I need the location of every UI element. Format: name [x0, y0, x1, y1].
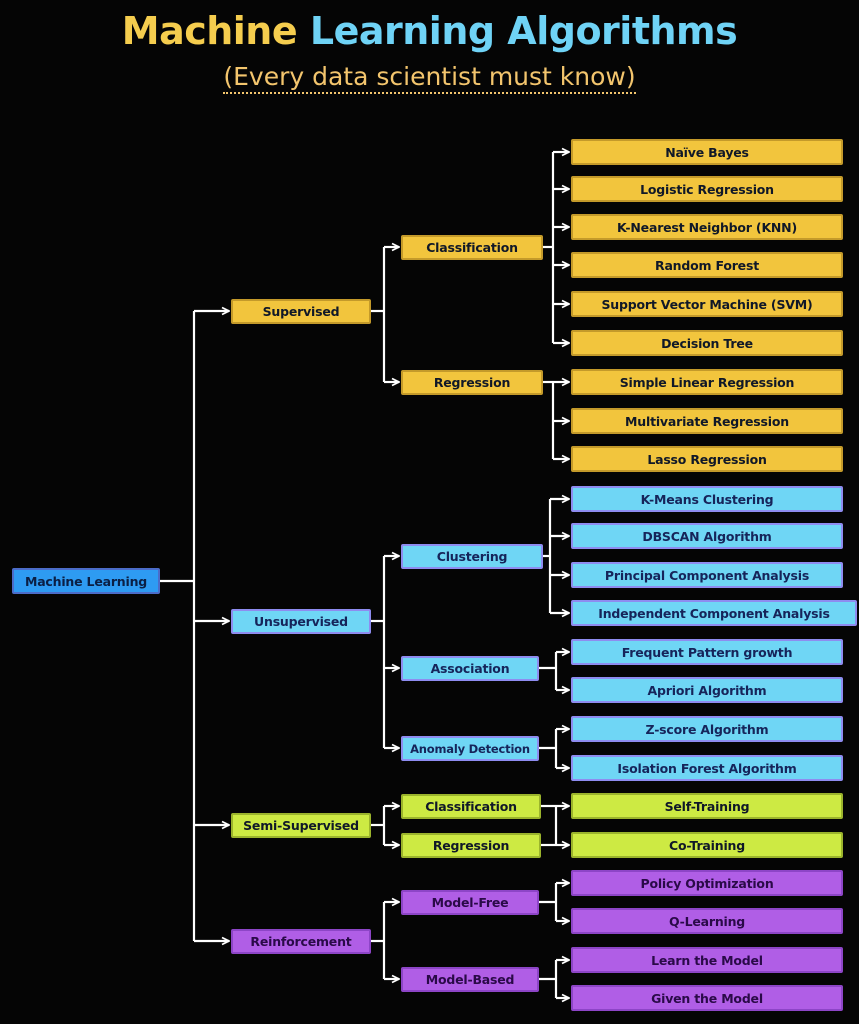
group-supervised-classification[interactable]: Classification: [401, 235, 543, 260]
leaf-zscore[interactable]: Z-score Algorithm: [571, 716, 843, 742]
leaf-multivariate-regression[interactable]: Multivariate Regression: [571, 408, 843, 434]
leaf-frequent-pattern-growth[interactable]: Frequent Pattern growth: [571, 639, 843, 665]
root-node[interactable]: Machine Learning: [12, 568, 160, 594]
leaf-pca[interactable]: Principal Component Analysis: [571, 562, 843, 588]
title-word-machine: Machine: [121, 9, 298, 53]
leaf-q-learning[interactable]: Q-Learning: [571, 908, 843, 934]
leaf-kmeans-clustering[interactable]: K-Means Clustering: [571, 486, 843, 512]
page-title: Machine Learning Algorithms: [0, 8, 859, 54]
subtitle-text: (Every data scientist must know): [223, 62, 636, 94]
leaf-decision-tree[interactable]: Decision Tree: [571, 330, 843, 356]
group-anomaly-detection[interactable]: Anomaly Detection: [401, 736, 539, 761]
leaf-dbscan[interactable]: DBSCAN Algorithm: [571, 523, 843, 549]
leaf-given-the-model[interactable]: Given the Model: [571, 985, 843, 1011]
leaf-svm[interactable]: Support Vector Machine (SVM): [571, 291, 843, 317]
leaf-simple-linear-regression[interactable]: Simple Linear Regression: [571, 369, 843, 395]
group-association[interactable]: Association: [401, 656, 539, 681]
branch-reinforcement[interactable]: Reinforcement: [231, 929, 371, 954]
leaf-self-training[interactable]: Self-Training: [571, 793, 843, 819]
branch-supervised[interactable]: Supervised: [231, 299, 371, 324]
leaf-ica[interactable]: Independent Component Analysis: [571, 600, 857, 626]
group-model-based[interactable]: Model-Based: [401, 967, 539, 992]
leaf-apriori[interactable]: Apriori Algorithm: [571, 677, 843, 703]
connector-lines: [160, 152, 569, 998]
group-model-free[interactable]: Model-Free: [401, 890, 539, 915]
group-clustering[interactable]: Clustering: [401, 544, 543, 569]
leaf-lasso-regression[interactable]: Lasso Regression: [571, 446, 843, 472]
title-word-learning-algorithms: Learning Algorithms: [309, 9, 738, 53]
group-semi-regression[interactable]: Regression: [401, 833, 541, 858]
page-subtitle: (Every data scientist must know): [0, 60, 859, 94]
leaf-learn-the-model[interactable]: Learn the Model: [571, 947, 843, 973]
branch-unsupervised[interactable]: Unsupervised: [231, 609, 371, 634]
leaf-logistic-regression[interactable]: Logistic Regression: [571, 176, 843, 202]
group-supervised-regression[interactable]: Regression: [401, 370, 543, 395]
leaf-isolation-forest[interactable]: Isolation Forest Algorithm: [571, 755, 843, 781]
leaf-random-forest[interactable]: Random Forest: [571, 252, 843, 278]
leaf-naive-bayes[interactable]: Naïve Bayes: [571, 139, 843, 165]
leaf-knn[interactable]: K-Nearest Neighbor (KNN): [571, 214, 843, 240]
branch-semi-supervised[interactable]: Semi-Supervised: [231, 813, 371, 838]
leaf-policy-optimization[interactable]: Policy Optimization: [571, 870, 843, 896]
group-semi-classification[interactable]: Classification: [401, 794, 541, 819]
leaf-co-training[interactable]: Co-Training: [571, 832, 843, 858]
